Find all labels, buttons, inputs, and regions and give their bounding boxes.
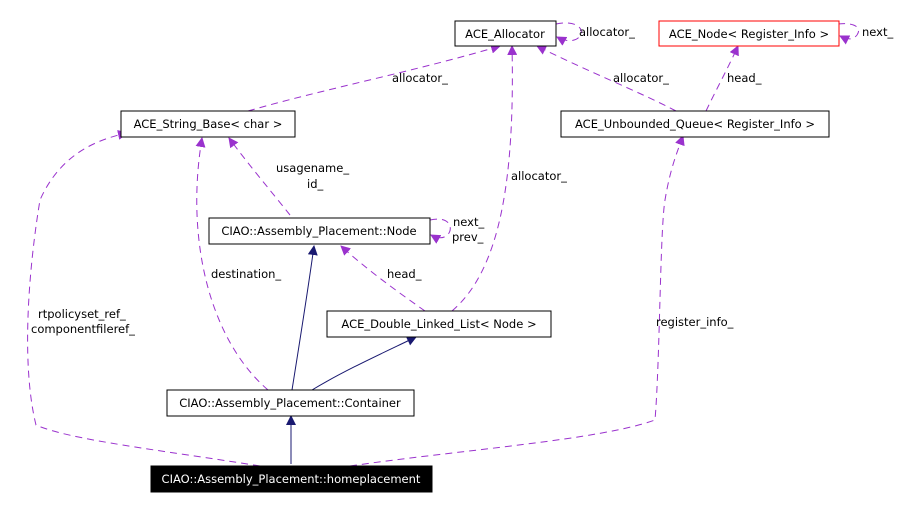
edge-allocator-self	[555, 22, 582, 46]
label-allocator-dll: allocator_	[511, 169, 567, 183]
node-label: CIAO::Assembly_Placement::Container	[179, 396, 401, 410]
label-next-self-ciao-node: next_	[453, 215, 484, 229]
edge-string-base-to-allocator	[247, 43, 501, 112]
node-ciao-assembly-placement-homeplacement[interactable]: CIAO::Assembly_Placement::homeplacement	[150, 465, 433, 493]
edge-container-to-ciao-node	[291, 245, 318, 391]
edge-labels: allocator_ next_ allocator_ allocator_ h…	[31, 25, 893, 336]
node-label: CIAO::Assembly_Placement::Node	[221, 224, 416, 238]
edge-ciao-node-to-string-base	[228, 137, 291, 216]
label-destination: destination_	[211, 267, 281, 281]
edge-queue-to-ace-node	[705, 45, 739, 112]
label-allocator-self: allocator_	[579, 25, 635, 39]
node-ace-allocator[interactable]: ACE_Allocator	[454, 20, 557, 47]
node-label: ACE_String_Base< char >	[134, 117, 283, 131]
node-ace-double-linked-list-node[interactable]: ACE_Double_Linked_List< Node >	[326, 310, 552, 338]
label-prev-self-ciao-node: prev_	[452, 230, 484, 244]
edge-queue-to-allocator	[536, 45, 677, 112]
node-ace-unbounded-queue-register-info[interactable]: ACE_Unbounded_Queue< Register_Info >	[560, 110, 830, 138]
node-ace-string-base-char[interactable]: ACE_String_Base< char >	[120, 110, 296, 138]
label-id: id_	[307, 177, 323, 191]
edge-container-to-dll	[311, 336, 417, 391]
edge-container-to-string-base	[195, 137, 269, 391]
label-head-dll: head_	[387, 267, 422, 281]
label-allocator-string-base: allocator_	[392, 71, 448, 85]
node-label: ACE_Unbounded_Queue< Register_Info >	[575, 117, 815, 131]
label-allocator-queue: allocator_	[613, 71, 669, 85]
edge-homeplacement-to-string-base	[27, 130, 261, 467]
label-head-queue: head_	[727, 71, 762, 85]
node-label: ACE_Double_Linked_List< Node >	[341, 317, 536, 331]
edge-homeplacement-to-queue	[349, 135, 685, 467]
label-rtpolicyset-ref: rtpolicyset_ref_	[38, 307, 126, 321]
edge-next-self-ace-node	[837, 23, 860, 45]
node-label: CIAO::Assembly_Placement::homeplacement	[162, 472, 421, 486]
node-ciao-assembly-placement-container[interactable]: CIAO::Assembly_Placement::Container	[166, 389, 415, 417]
label-usagename: usagename_	[276, 161, 349, 175]
edge-dll-to-ciao-node	[340, 245, 426, 312]
label-next-self-ace-node: next_	[862, 25, 893, 39]
usage-edges	[27, 22, 860, 467]
node-label: ACE_Node< Register_Info >	[669, 27, 829, 41]
edge-dll-to-allocator	[451, 45, 518, 312]
node-label: ACE_Allocator	[465, 27, 545, 41]
inheritance-edges	[286, 245, 417, 464]
node-ciao-assembly-placement-node[interactable]: CIAO::Assembly_Placement::Node	[208, 217, 431, 245]
node-ace-node-register-info[interactable]: ACE_Node< Register_Info >	[658, 20, 840, 47]
label-componentfileref: componentfileref_	[31, 322, 135, 336]
edge-self-ciao-node	[429, 218, 451, 244]
label-register-info: register_info_	[656, 315, 734, 329]
